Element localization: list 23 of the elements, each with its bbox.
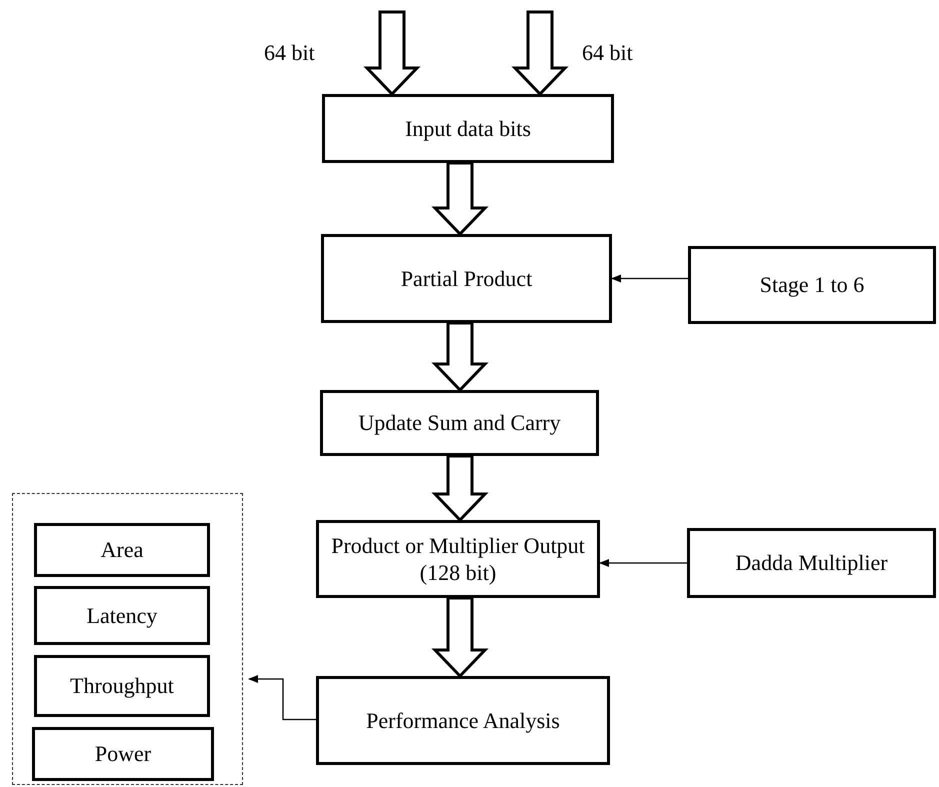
- process-box: Performance Analysis: [316, 676, 610, 765]
- process-box: Partial Product: [321, 234, 612, 323]
- dashed-group-box: [12, 493, 243, 785]
- block-arrow: [511, 10, 569, 96]
- process-box: Product or Multiplier Output (128 bit): [316, 520, 600, 598]
- process-box: Input data bits: [322, 94, 614, 163]
- block-arrow: [431, 322, 489, 392]
- process-box: Power: [32, 727, 214, 781]
- arrow: [599, 559, 687, 567]
- process-box: Stage 1 to 6: [688, 246, 936, 324]
- block-arrow: [363, 10, 421, 96]
- arrow: [248, 675, 316, 720]
- edge-label: 64 bit: [582, 40, 633, 66]
- process-box: Area: [34, 523, 210, 577]
- process-box: Latency: [34, 586, 210, 645]
- arrow: [611, 274, 688, 282]
- block-arrow: [431, 454, 489, 522]
- block-arrow: [431, 162, 489, 236]
- process-box: Dadda Multiplier: [687, 528, 936, 598]
- process-box: Throughput: [34, 655, 210, 717]
- block-arrow: [431, 596, 489, 678]
- edge-label: 64 bit: [264, 40, 315, 66]
- process-box: Update Sum and Carry: [320, 390, 599, 456]
